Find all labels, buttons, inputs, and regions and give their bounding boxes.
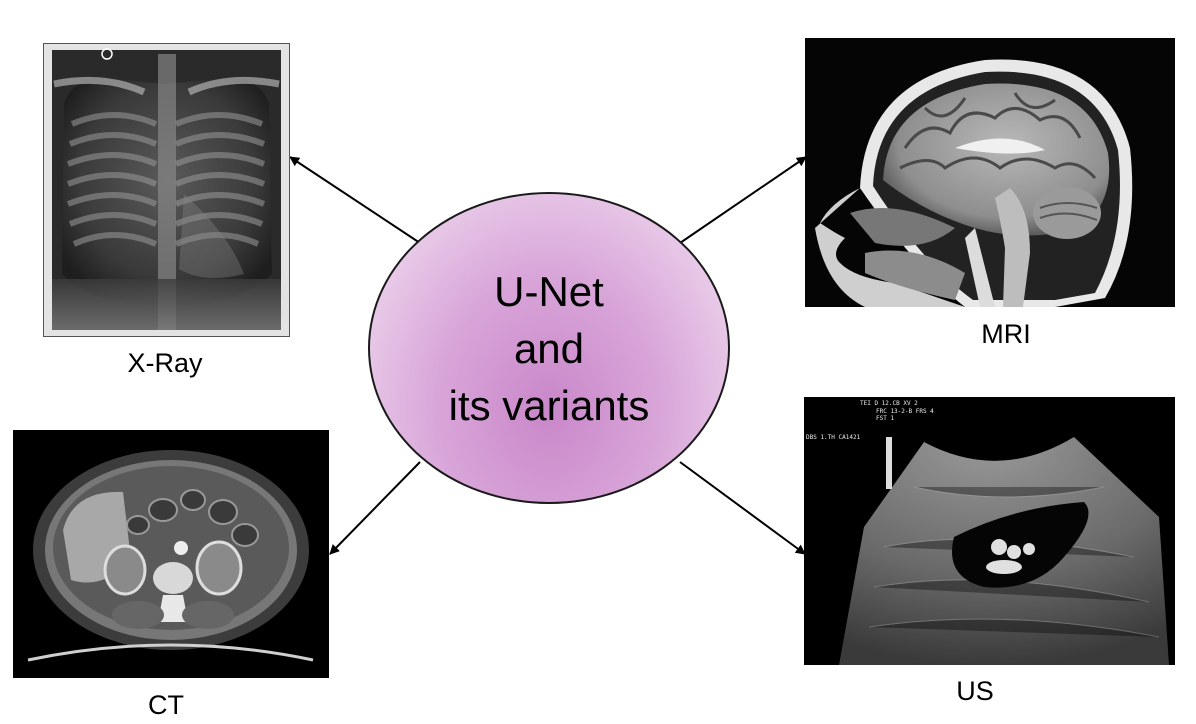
ct-image xyxy=(13,430,329,678)
arrow-to-us xyxy=(679,461,806,555)
svg-text:TEI D 12.CB XV 2: TEI D 12.CB XV 2 xyxy=(860,400,918,407)
svg-text:FST 1: FST 1 xyxy=(876,415,894,422)
ct-label: CT xyxy=(148,690,184,720)
arrow-to-xray xyxy=(289,156,421,244)
svg-text:FRC 13-2-B FRS 4: FRC 13-2-B FRS 4 xyxy=(876,408,934,415)
arrow-to-ct xyxy=(329,461,421,555)
arrow-to-mri xyxy=(679,156,807,244)
us-image: TEI D 12.CB XV 2 FRC 13-2-B FRS 4 FST 1 … xyxy=(804,397,1175,665)
mri-label: MRI xyxy=(981,319,1031,349)
center-line-1: U-Net xyxy=(494,267,604,315)
xray-image xyxy=(43,43,290,337)
us-overlay-text: DBS 1.TH CA1421 xyxy=(806,434,861,441)
center-line-2: and xyxy=(513,324,585,372)
mri-image xyxy=(805,38,1175,307)
center-line-3: its variants xyxy=(448,381,650,429)
xray-label: X-Ray xyxy=(127,348,203,378)
us-label: US xyxy=(956,676,994,706)
unet-center-node: U-Net and its variants xyxy=(368,192,730,504)
